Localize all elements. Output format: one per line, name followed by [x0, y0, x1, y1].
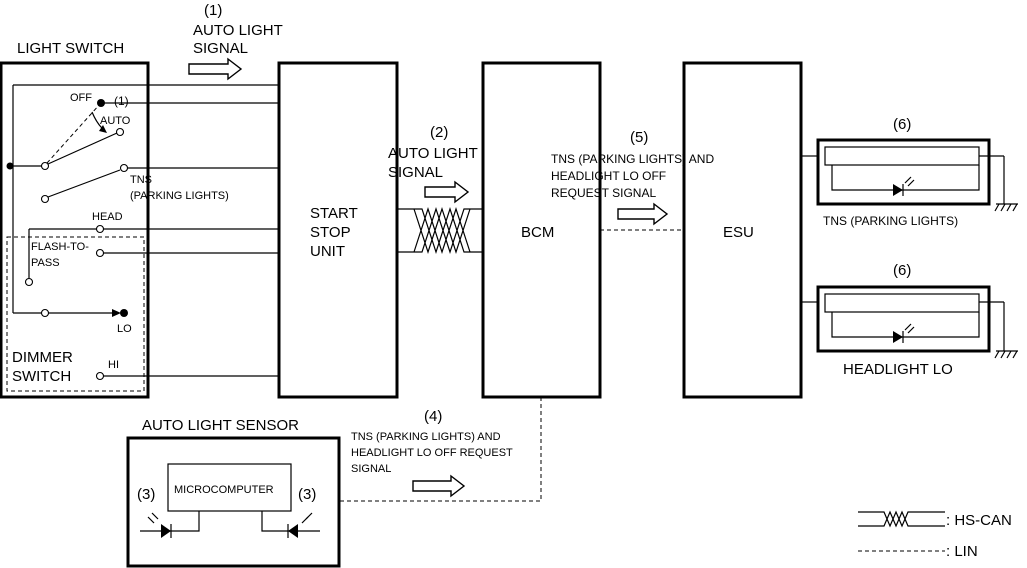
headlight-ground-icon — [994, 350, 1018, 359]
off-auto-switch: OFF (1) AUTO — [40, 92, 278, 171]
signal-1-arrow — [188, 57, 243, 81]
tns-label: TNS — [130, 174, 152, 186]
headlight-led-icon — [893, 323, 915, 343]
bcm-label: BCM — [521, 224, 554, 241]
pass-label: PASS — [31, 257, 60, 269]
legend: : HS-CAN : LIN — [858, 510, 1012, 560]
dimmer-contacts: HEAD FLASH-TO- PASS LO HI — [24, 211, 278, 381]
legend-lin-label: : LIN — [946, 543, 978, 560]
start-stop-unit: START STOP UNIT — [277, 61, 399, 399]
off-number-label: (1) — [114, 94, 129, 108]
signal-4-number: (4) — [424, 408, 442, 425]
signal-2: (2) AUTO LIGHT SIGNAL — [388, 124, 478, 204]
dimmer-switch-label: DIMMER — [12, 349, 73, 366]
start-stop-unit-box — [277, 61, 399, 399]
light-switch-title: LIGHT SWITCH — [17, 40, 124, 57]
signal-4-label-2: HEADLIGHT LO OFF REQUEST — [351, 447, 513, 459]
signal-1-sub-label: SIGNAL — [193, 40, 248, 57]
signal-4: (4) TNS (PARKING LIGHTS) AND HEADLIGHT L… — [351, 408, 513, 498]
signal-2-arrow — [424, 180, 470, 204]
bcm: BCM — [481, 61, 602, 399]
lo-label: LO — [117, 323, 132, 335]
switch-common-wiring — [6, 84, 278, 314]
signal-5: (5) TNS (PARKING LIGHTS) AND HEADLIGHT L… — [551, 129, 714, 226]
tns-ground-icon — [994, 203, 1018, 212]
signal-4-arrow — [412, 474, 466, 498]
hi-label: HI — [108, 359, 119, 371]
signal-1-label: AUTO LIGHT — [193, 22, 283, 39]
lamp-tns: (6) TNS (PARKING LIGHTS) — [816, 116, 1018, 228]
lamp-headlight-box — [816, 285, 991, 353]
start-stop-unit-label-3: UNIT — [310, 243, 345, 260]
light-switch: LIGHT SWITCH OFF (1) AUTO — [0, 40, 278, 399]
signal-1-number: (1) — [204, 2, 222, 19]
hs-can-bus — [398, 207, 482, 254]
sensor-left-number: (3) — [137, 486, 155, 503]
dimmer-switch-sub-label: SWITCH — [12, 368, 71, 385]
light-switch-box — [0, 61, 150, 399]
signal-5-label-3: REQUEST SIGNAL — [551, 186, 656, 200]
esu-box — [682, 61, 803, 399]
start-stop-unit-label-1: START — [310, 205, 358, 222]
tns-sub-label: (PARKING LIGHTS) — [130, 190, 229, 202]
flash-to-pass-label: FLASH-TO- — [31, 241, 89, 253]
microcomputer-label: MICROCOMPUTER — [174, 484, 274, 496]
signal-5-label-2: HEADLIGHT LO OFF — [551, 169, 666, 183]
lamp-headlight-number: (6) — [893, 262, 911, 279]
tns-led-icon — [893, 176, 915, 196]
signal-1: (1) AUTO LIGHT SIGNAL — [188, 2, 283, 81]
lamp-headlight-lo: (6) HEADLIGHT LO — [816, 262, 1018, 378]
signal-4-label: TNS (PARKING LIGHTS) AND — [351, 431, 501, 443]
lamp-tns-number: (6) — [893, 116, 911, 133]
start-stop-unit-label-2: STOP — [310, 224, 351, 241]
signal-5-arrow — [617, 202, 669, 226]
right-photodiode-icon — [287, 512, 313, 538]
legend-hs-can-label: : HS-CAN — [946, 512, 1012, 529]
left-photodiode-icon — [147, 512, 172, 538]
sensor-right-number: (3) — [298, 486, 316, 503]
microcomputer-box — [167, 463, 292, 512]
dimmer-switch-box — [6, 236, 145, 392]
lin-sensor-bcm — [340, 397, 542, 502]
head-label: HEAD — [92, 211, 123, 223]
auto-light-sensor: AUTO LIGHT SENSOR MICROCOMPUTER (3) (3) — [126, 417, 341, 568]
signal-2-sub-label: SIGNAL — [388, 164, 443, 181]
off-label: OFF — [70, 92, 92, 104]
tns-switch: TNS (PARKING LIGHTS) — [40, 163, 278, 204]
lamp-tns-label: TNS (PARKING LIGHTS) — [823, 214, 958, 228]
lamp-tns-box — [816, 138, 991, 206]
auto-light-sensor-box — [126, 436, 341, 568]
lamp-headlight-label: HEADLIGHT LO — [843, 361, 953, 378]
signal-5-number: (5) — [630, 129, 648, 146]
legend-hs-can-icon — [858, 510, 945, 528]
auto-light-sensor-title: AUTO LIGHT SENSOR — [142, 417, 299, 434]
signal-4-label-3: SIGNAL — [351, 463, 391, 475]
signal-2-label: AUTO LIGHT — [388, 145, 478, 162]
signal-2-number: (2) — [430, 124, 448, 141]
signal-5-label: TNS (PARKING LIGHTS) AND — [551, 152, 714, 166]
auto-label: AUTO — [100, 115, 131, 127]
esu: ESU — [682, 61, 818, 399]
esu-label: ESU — [723, 224, 754, 241]
